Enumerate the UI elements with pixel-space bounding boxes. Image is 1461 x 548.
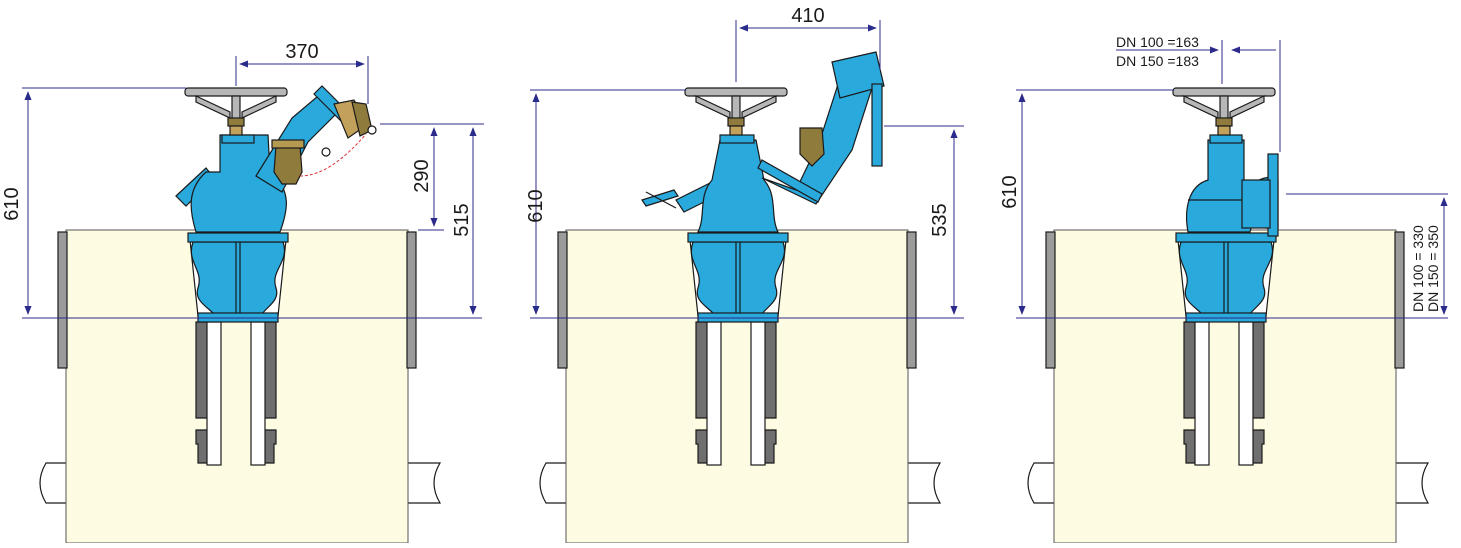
valve-head: [641, 51, 885, 233]
flange-icon: [641, 189, 679, 207]
valve-head: [1186, 134, 1279, 237]
dim-dn-top-1: DN 100 =163: [1116, 34, 1199, 50]
valve-head: [175, 85, 377, 233]
dim-height-base: 535: [929, 203, 951, 236]
handwheel-icon: [1172, 87, 1276, 136]
dim-height-overall: 610: [525, 189, 547, 222]
dimensions-view-2: [530, 20, 964, 319]
casing: [557, 229, 917, 544]
casing: [57, 229, 417, 544]
dimensions-view-3: [1016, 40, 1448, 319]
dim-height-base: 515: [451, 203, 473, 236]
dim-dn-side-1: DN 100 = 330: [1410, 225, 1426, 312]
casing: [1045, 229, 1405, 544]
dim-dn-top-2: DN 150 =183: [1116, 53, 1199, 69]
dim-height-overall: 610: [1, 187, 23, 220]
dim-height-overall: 610: [999, 175, 1021, 208]
dim-width-top: 410: [791, 5, 824, 27]
dim-dn-side-2: DN 150 = 350: [1425, 225, 1441, 312]
handwheel-icon: [684, 87, 788, 136]
view-3: DN 100 =163 DN 150 =183 610 DN 100 = 330…: [999, 34, 1448, 544]
flange-icon: [871, 83, 883, 167]
dim-height-outlet: 290: [411, 159, 433, 192]
handwheel-icon: [184, 87, 288, 136]
view-1: 370 610 290 515: [1, 41, 484, 544]
chain-icon: [299, 133, 367, 177]
dimensions-view-1: [22, 56, 484, 319]
dim-width-top: 370: [285, 41, 318, 63]
view-2: 410 610 535: [525, 5, 964, 544]
